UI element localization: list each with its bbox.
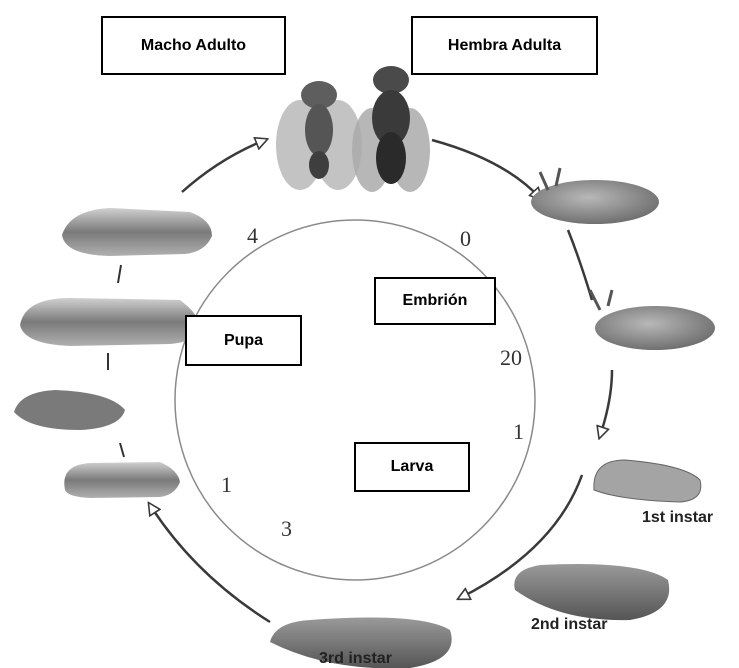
male-fly-image: [276, 81, 362, 190]
caption-third-instar: 3rd instar: [319, 651, 392, 667]
pupa-image-2: [14, 390, 125, 430]
number-pupa-end: 4: [247, 225, 258, 247]
pupa-tick: [120, 443, 124, 457]
first-instar-larva-image: [594, 460, 701, 502]
arrow-embryo-to-embryo: [568, 230, 592, 300]
second-instar-larva-image: [514, 564, 669, 620]
number-pupa-start: 1: [221, 474, 232, 496]
pupa-image-3: [20, 298, 200, 346]
label-larva: Larva: [354, 442, 470, 492]
arrow-third-instar-to-pupa: [150, 505, 270, 622]
number-larva-start: 1: [513, 421, 524, 443]
embryo-image-1: [531, 168, 659, 224]
arrow-embryo-to-first-instar: [600, 370, 612, 436]
label-pupa: Pupa: [185, 315, 302, 366]
caption-second-instar: 2nd instar: [531, 617, 607, 633]
pupa-tick: [118, 265, 121, 283]
pupa-image-1: [64, 462, 180, 498]
number-embryo-start: 0: [460, 228, 471, 250]
label-female-adult: Hembra Adulta: [411, 16, 598, 75]
cycle-ring: [175, 220, 535, 580]
embryo-image-2: [590, 290, 715, 350]
label-male-adult: Macho Adulto: [101, 16, 286, 75]
label-embryo: Embrión: [374, 277, 496, 325]
female-fly-image: [352, 66, 430, 192]
pupa-image-4: [62, 208, 212, 256]
number-larva-end: 3: [281, 518, 292, 540]
caption-first-instar: 1st instar: [642, 510, 713, 526]
number-embryo-end: 20: [500, 347, 522, 369]
arrow-pupa-to-male: [182, 140, 265, 192]
arrow-female-to-embryo: [432, 140, 540, 198]
